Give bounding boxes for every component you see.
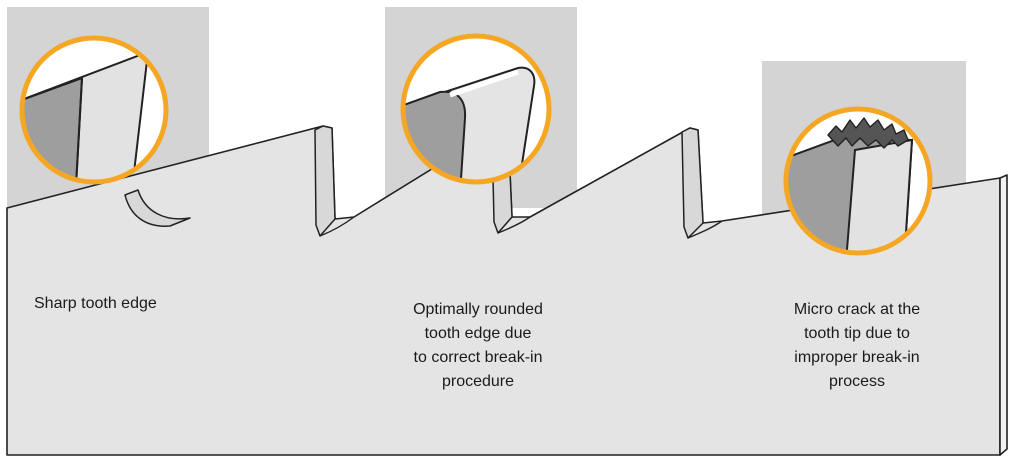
caption-line: process [828,373,886,390]
magnifier-cracked-tooth [786,109,930,253]
caption-line: procedure [441,373,515,390]
caption-micro-crack: Micro crack at the tooth tip due to impr… [764,298,950,394]
blade-side-face [999,174,1008,456]
caption-line: tooth tip due to [804,325,910,342]
caption-rounded-tooth: Optimally rounded tooth edge due to corr… [388,298,568,394]
caption-line: improper break-in [794,349,920,366]
caption-line: tooth edge due [424,325,532,342]
caption-line: Optimally rounded [413,301,543,318]
caption-line: to correct break-in [413,349,543,366]
tooth-face-1 [124,189,191,227]
tooth-gullet-lines [319,216,723,239]
caption-line: Sharp tooth edge [34,295,157,312]
caption-line: Micro crack at the [793,301,921,318]
tooth-face-4 [681,127,704,239]
tooth-face-2 [314,125,336,237]
magnifier-circle-icon [783,106,933,256]
micro-crack [827,117,909,149]
magnifier-circle-icon [19,35,169,185]
magnifier-circle-icon [400,33,552,185]
caption-sharp-tooth: Sharp tooth edge [34,292,157,316]
